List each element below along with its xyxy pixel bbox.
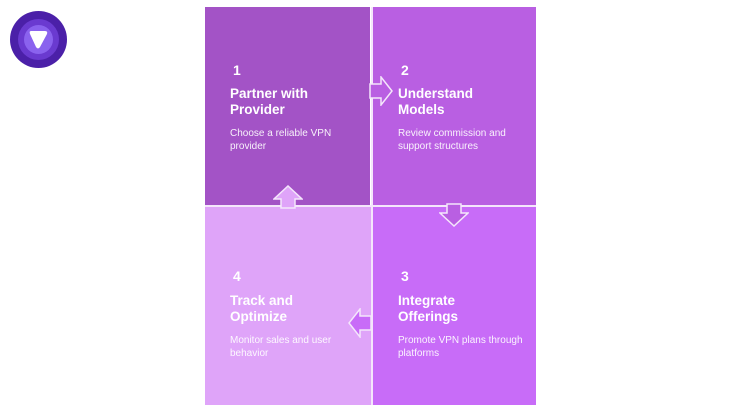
step-number: 3 xyxy=(401,268,409,284)
arrow-right-icon xyxy=(369,76,393,106)
step-title: Track and Optimize xyxy=(230,293,294,324)
arrow-left-icon xyxy=(348,308,372,338)
step-number: 4 xyxy=(233,268,241,284)
step-number: 1 xyxy=(233,62,241,78)
step-3-tile: 3 Integrate Offerings Promote VPN plans … xyxy=(371,205,536,405)
step-description: Promote VPN plans through platforms xyxy=(398,335,523,359)
arrow-down-icon xyxy=(439,203,469,227)
step-description: Choose a reliable VPN provider xyxy=(230,128,332,152)
step-title: Partner with Provider xyxy=(230,86,309,117)
step-title: Integrate Offerings xyxy=(398,293,459,324)
process-cycle-diagram: 1 Partner with Provider Choose a reliabl… xyxy=(205,7,536,405)
play-shield-icon xyxy=(29,31,48,49)
step-title: Understand Models xyxy=(398,86,474,117)
arrow-up-icon xyxy=(273,185,303,209)
step-4-tile: 4 Track and Optimize Monitor sales and u… xyxy=(205,205,371,405)
step-description: Monitor sales and user behavior xyxy=(230,335,332,359)
step-number: 2 xyxy=(401,62,409,78)
step-2-tile: 2 Understand Models Review commission an… xyxy=(371,7,536,205)
step-description: Review commission and support structures xyxy=(398,128,506,152)
brand-logo xyxy=(10,11,67,68)
step-1-tile: 1 Partner with Provider Choose a reliabl… xyxy=(205,7,370,205)
